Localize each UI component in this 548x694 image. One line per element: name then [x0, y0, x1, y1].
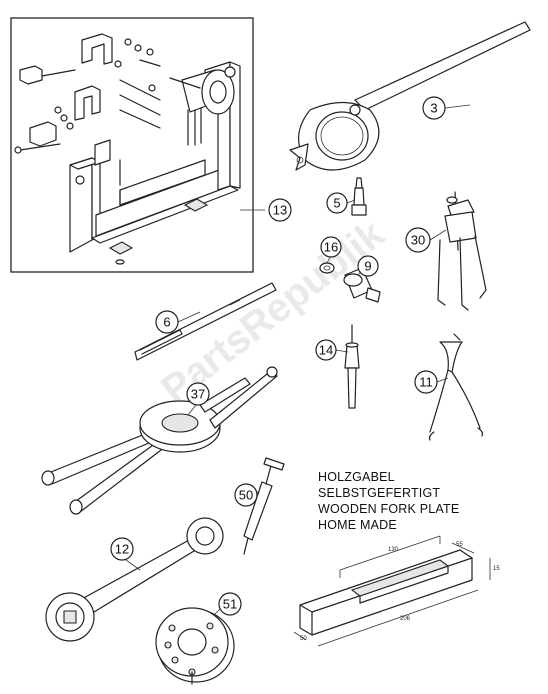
valve-tool: [344, 324, 360, 409]
callout-14: 14: [315, 339, 337, 361]
engine-stand-bolts: [54, 38, 201, 186]
engine-stand-flange: [181, 66, 236, 146]
callout-37-label: 37: [191, 387, 205, 402]
fork-plate-note-line2: SELBSTGEFERTIGT: [318, 486, 441, 500]
feeler-gauge-bar: [134, 282, 277, 361]
callout-9-label: 9: [364, 259, 371, 274]
callout-12-label: 12: [115, 542, 129, 557]
engine-stand-frame-box: [10, 17, 254, 273]
callout-3-label: 3: [430, 101, 437, 116]
callout-11: 11: [414, 370, 438, 394]
sealant-tube: [351, 177, 367, 216]
callout-11-label: 11: [419, 375, 433, 390]
sleeve: [319, 262, 335, 274]
engine-stand-feet: [108, 198, 209, 265]
circlip-pliers: [428, 333, 484, 441]
fork-plate-note-line4: HOME MADE: [318, 518, 397, 532]
callout-30: 30: [405, 227, 431, 253]
callout-6-label: 6: [163, 315, 170, 330]
fork-plate-note: HOLZGABEL SELBSTGEFERTIGT WOODEN FORK PL…: [318, 469, 538, 533]
wooden-fork-plate: 130 55 15 206 50: [293, 535, 500, 647]
engine-stand-group: [10, 17, 254, 273]
callout-50: 50: [234, 483, 258, 507]
watermark: PartsRepublik: [153, 211, 393, 412]
dim-length-bottom: 206: [400, 616, 411, 622]
callout-51-label: 51: [223, 597, 237, 612]
callout-16-label: 16: [324, 240, 338, 255]
callout-37: 37: [186, 382, 210, 406]
callout-5-label: 5: [333, 196, 340, 211]
pin-wrench: [45, 517, 224, 642]
callout-3: 3: [422, 96, 446, 120]
callout-5: 5: [326, 192, 348, 214]
callout-13-label: 13: [273, 203, 287, 218]
callout-6: 6: [155, 310, 179, 334]
dim-height: 15: [493, 566, 500, 572]
callout-14-label: 14: [319, 343, 333, 358]
fork-plate-note-line1: HOLZGABEL: [318, 470, 395, 484]
callout-13: 13: [268, 198, 292, 222]
dim-width: 55: [456, 542, 463, 548]
dim-length-top: 130: [388, 547, 399, 553]
crankshaft-tool: [41, 366, 278, 515]
callout-9: 9: [357, 255, 379, 277]
syringe: [243, 457, 285, 555]
callout-30-label: 30: [411, 233, 425, 248]
callout-50-label: 50: [239, 488, 253, 503]
dim-depth: 50: [300, 636, 307, 642]
callout-16: 16: [320, 236, 342, 258]
watermark-text: PartsRepublik: [153, 211, 393, 412]
fork-plate-note-line3: WOODEN FORK PLATE: [318, 502, 460, 516]
callout-51: 51: [218, 592, 242, 616]
flywheel-puller: [155, 607, 235, 685]
engine-stand-brackets: [14, 33, 113, 154]
callout-12: 12: [110, 537, 134, 561]
gear-puller: [437, 191, 487, 311]
clutch-holder-wrench: [289, 21, 531, 171]
